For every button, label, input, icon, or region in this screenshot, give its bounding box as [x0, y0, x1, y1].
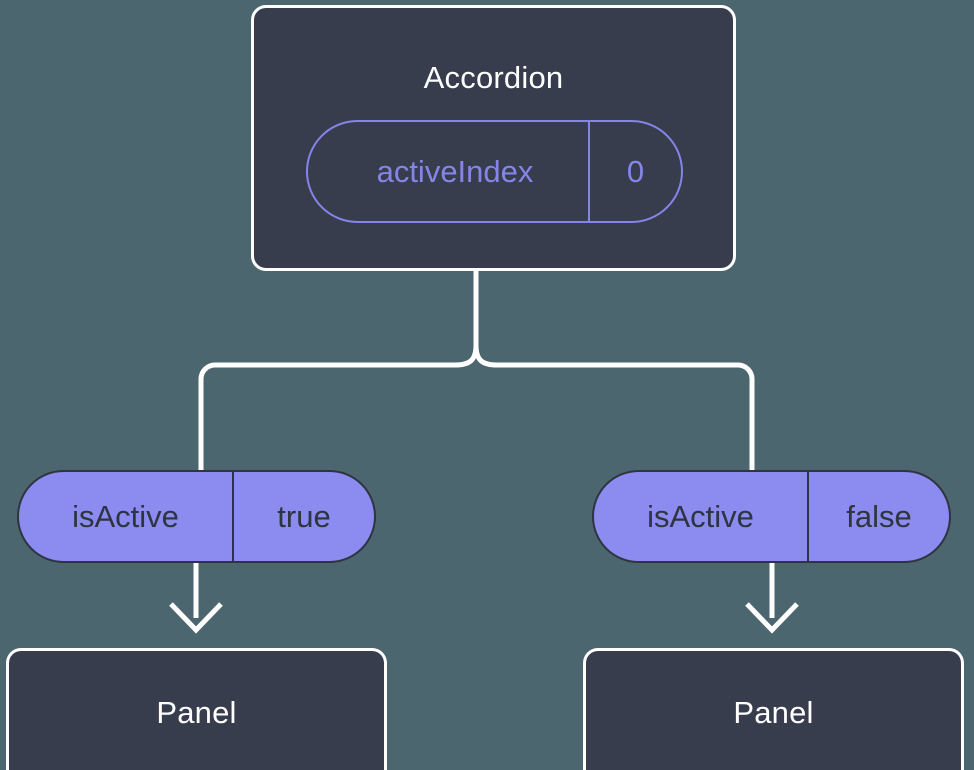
- connector-branch-right: [473, 344, 755, 470]
- node-panel-right[interactable]: Panel: [583, 648, 964, 770]
- node-panel-left-title: Panel: [156, 695, 237, 730]
- prop-pill-isactive-left[interactable]: isActive true: [17, 470, 376, 563]
- arrow-down-icon-right: [745, 602, 799, 634]
- prop-pill-isactive-left-key: isActive: [72, 498, 179, 534]
- prop-pill-isactive-right-value: false: [807, 472, 949, 561]
- arrow-down-icon-left: [169, 602, 223, 634]
- state-pill-activeindex[interactable]: activeIndex 0: [306, 120, 683, 223]
- state-pill-activeindex-value: 0: [588, 122, 681, 221]
- prop-pill-isactive-right-key: isActive: [647, 498, 754, 534]
- node-panel-right-title: Panel: [733, 695, 814, 730]
- prop-pill-isactive-left-value: true: [232, 472, 374, 561]
- connector-branch-left: [198, 344, 479, 470]
- node-accordion-title: Accordion: [423, 60, 564, 95]
- state-pill-activeindex-key: activeIndex: [376, 153, 534, 189]
- prop-pill-isactive-right[interactable]: isActive false: [592, 470, 951, 563]
- node-panel-left[interactable]: Panel: [6, 648, 387, 770]
